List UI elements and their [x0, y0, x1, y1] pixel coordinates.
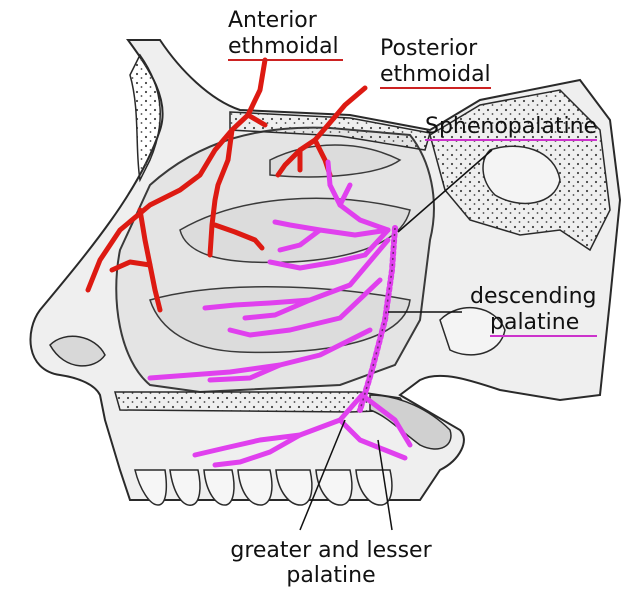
label-greater-lesser-palatine: greater and lesser palatine [196, 540, 466, 587]
label-anterior-ethmoidal-line1: Anterior [228, 10, 343, 33]
label-descending-palatine-line2: palatine [490, 312, 597, 337]
label-sphenopalatine: Sphenopalatine [425, 116, 597, 141]
label-posterior-ethmoidal-line1: Posterior [380, 38, 491, 61]
label-anterior-ethmoidal-line2: ethmoidal [228, 36, 343, 61]
label-sphenopalatine-text: Sphenopalatine [425, 116, 597, 141]
label-anterior-ethmoidal: Anterior ethmoidal [228, 10, 343, 61]
label-posterior-ethmoidal: Posterior ethmoidal [380, 38, 491, 89]
label-descending-palatine: descending palatine [470, 286, 597, 337]
label-greater-lesser-palatine-line2: palatine [196, 565, 466, 587]
label-descending-palatine-line1: descending [470, 286, 597, 309]
label-posterior-ethmoidal-line2: ethmoidal [380, 64, 491, 89]
label-greater-lesser-palatine-line1: greater and lesser [196, 540, 466, 562]
